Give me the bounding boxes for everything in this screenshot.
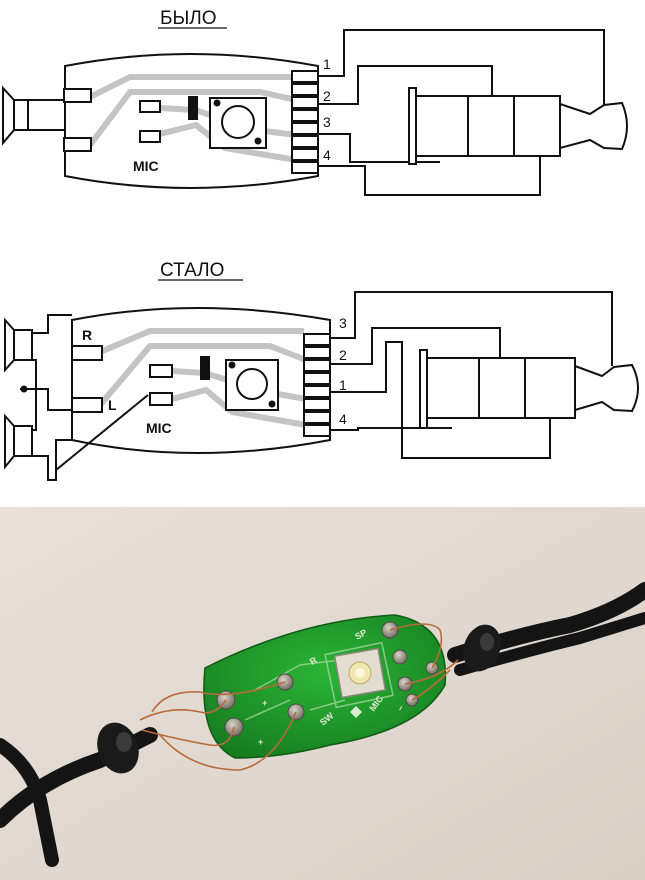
pin-label: 2: [323, 88, 331, 104]
pin-label: 2: [339, 347, 347, 363]
silkscreen-text: +: [258, 737, 263, 747]
pcb-traces: [97, 328, 308, 428]
diamond-marker: [350, 706, 362, 718]
pcb-photo: SP R SW MIC + − +: [0, 507, 645, 880]
cable-knot: [97, 624, 501, 774]
diagram-after: СТАЛО: [4, 260, 639, 481]
speaker-icon: [4, 317, 33, 373]
mic-pads: [139, 100, 161, 143]
speaker-pads: [71, 345, 103, 413]
speaker-icon: [4, 413, 33, 470]
silkscreen-text: R: [308, 655, 319, 667]
right-channel-label: R: [82, 327, 92, 343]
speaker-pads: [63, 88, 92, 152]
diagram-before: БЫЛО MIC: [2, 8, 628, 196]
diagram-after-title: СТАЛО: [160, 260, 224, 281]
mic-label: MIC: [133, 158, 159, 174]
pin-label: 3: [323, 114, 331, 130]
mic-label: MIC: [146, 420, 172, 436]
silkscreen-text: −: [395, 703, 406, 713]
diagram-before-title: БЫЛО: [160, 8, 217, 29]
trrs-jack-icon: [419, 349, 639, 429]
jack-wires: [318, 29, 605, 196]
connector-pads: [303, 333, 331, 437]
silkscreen-lines: [244, 641, 394, 721]
silkscreen-text: +: [262, 698, 267, 708]
pin-label: 1: [323, 56, 331, 72]
pin-label: 3: [339, 315, 347, 331]
push-button-switch: [200, 356, 279, 411]
speaker-wires: [32, 314, 149, 481]
pcb-board: [203, 614, 447, 759]
pin-label: 1: [339, 377, 347, 393]
board-outline: [64, 53, 319, 189]
pin-label: 4: [323, 147, 331, 163]
copper-wires: [139, 623, 459, 771]
silkscreen-text: SP: [353, 627, 368, 641]
board-outline: [71, 307, 331, 454]
connector-pads: [291, 70, 319, 174]
mic-pads: [149, 364, 173, 406]
push-button-switch: [188, 96, 267, 149]
left-channel-label: L: [108, 397, 117, 413]
trrs-jack-icon: [408, 87, 628, 165]
pin-label: 4: [339, 411, 347, 427]
speaker-icon: [2, 85, 65, 146]
tactile-switch: [333, 647, 387, 699]
jack-wires: [330, 291, 613, 459]
